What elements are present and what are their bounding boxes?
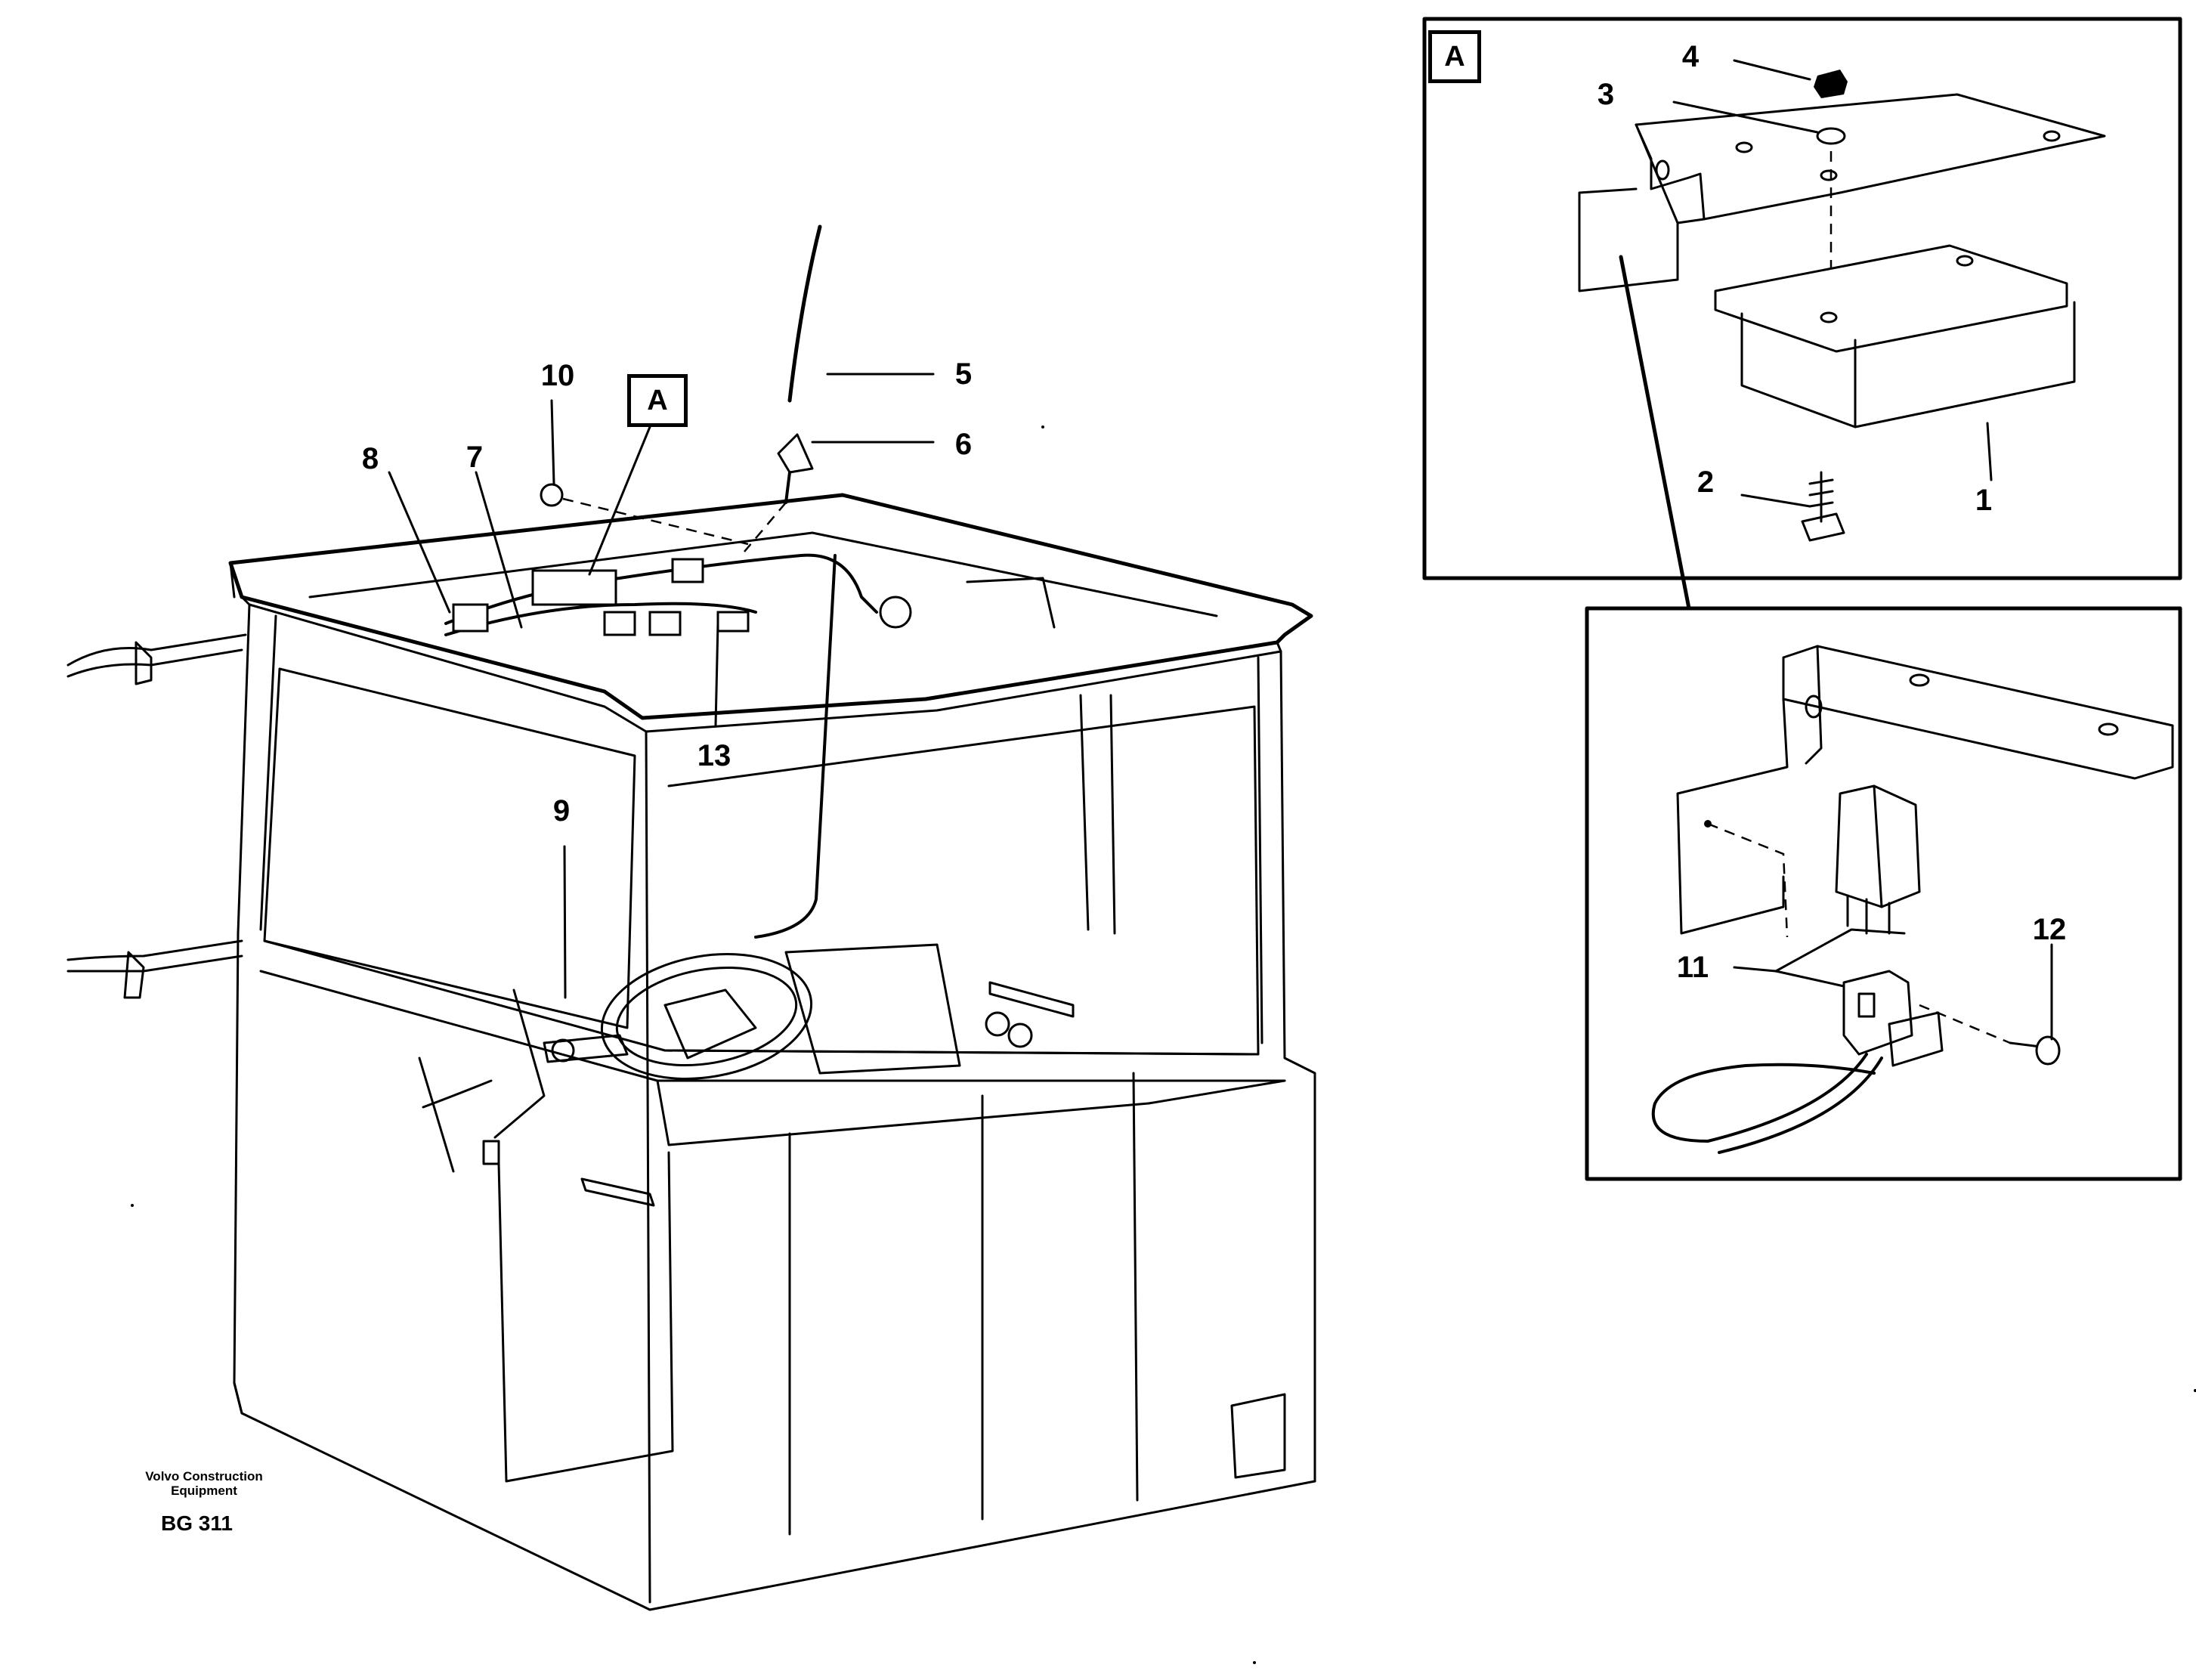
callout-9: 9 [552, 794, 571, 828]
callout-3: 3 [1597, 78, 1615, 111]
company-name: Volvo Construction Equipment [136, 1469, 272, 1498]
callout-8: 8 [361, 442, 379, 475]
detail-a-tag: A [1428, 30, 1481, 83]
callout-2: 2 [1696, 466, 1715, 499]
detail-b-box [1585, 606, 2182, 1181]
callout-12: 12 [2032, 913, 2067, 946]
leader-lines-main [388, 373, 935, 999]
callout-1: 1 [1975, 484, 1993, 517]
main-a-tag: A [627, 374, 688, 427]
callout-10: 10 [540, 359, 575, 392]
cab-illustration [66, 224, 1316, 1611]
company-name-line1: Volvo Construction [145, 1469, 263, 1484]
callout-5: 5 [954, 357, 973, 391]
drawing-code: BG 311 [161, 1511, 233, 1535]
detail-a-box [1422, 17, 2182, 580]
callout-4: 4 [1681, 40, 1700, 73]
callout-11: 11 [1676, 951, 1709, 984]
callout-7: 7 [465, 441, 484, 474]
callout-6: 6 [954, 428, 973, 461]
detail-connector-line [1619, 255, 1691, 611]
company-name-line2: Equipment [171, 1483, 237, 1498]
callout-13: 13 [697, 739, 731, 772]
scan-specks [131, 425, 2196, 1664]
